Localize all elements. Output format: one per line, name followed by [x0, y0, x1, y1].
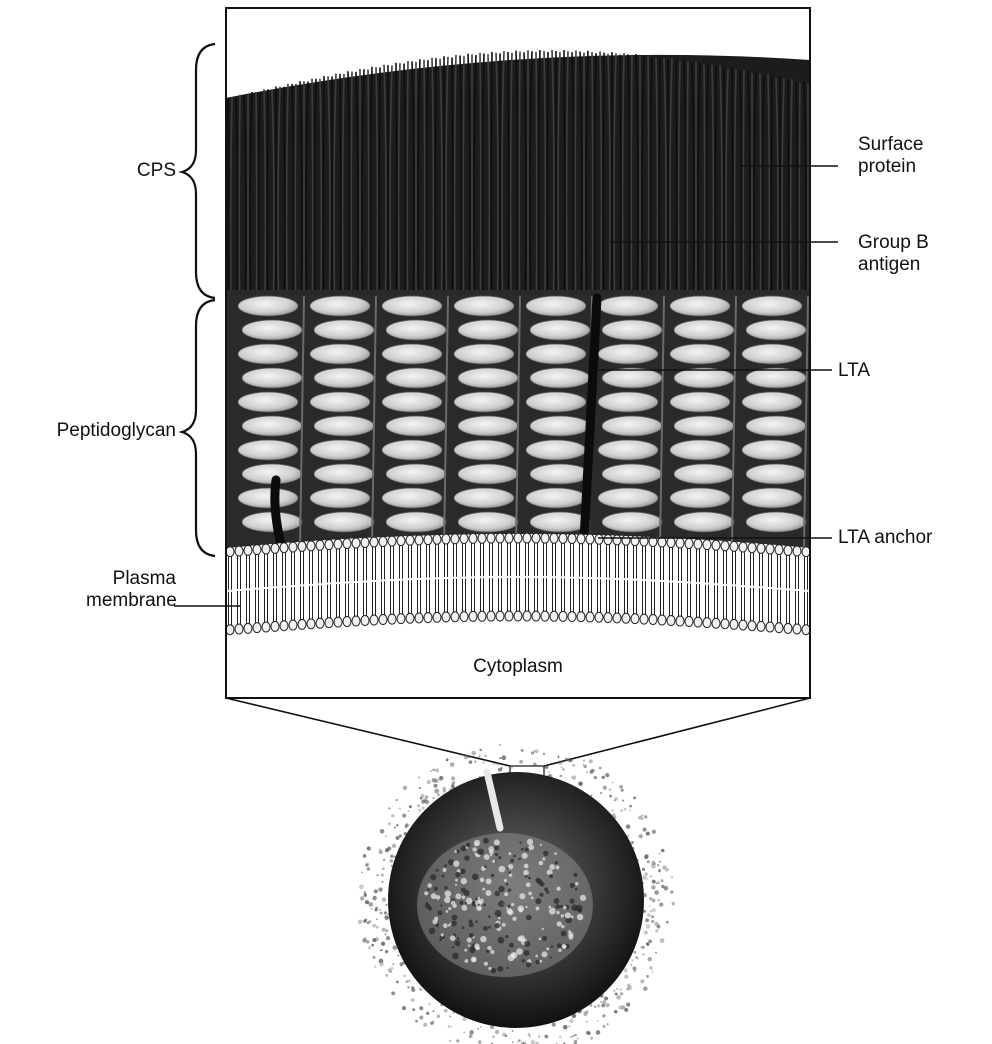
plasma-membrane-label-line2: membrane	[86, 590, 177, 611]
lta-label: LTA	[838, 360, 870, 382]
peptidoglycan-label: Peptidoglycan	[8, 420, 176, 442]
group-b-antigen-label-line1: Group B	[858, 232, 929, 253]
bacterial-cell-micrograph	[358, 744, 675, 1044]
group-b-antigen-label-line2: antigen	[858, 254, 920, 275]
cps-label: CPS	[112, 160, 176, 182]
peptidoglycan-bracket	[182, 300, 215, 556]
surface-protein-label-line1: Surface	[858, 134, 923, 155]
surface-protein-label-line2: protein	[858, 156, 916, 177]
cytoplasm-label: Cytoplasm	[418, 656, 618, 678]
plasma-membrane-bilayer	[226, 533, 810, 640]
cps-bracket	[182, 44, 215, 298]
plasma-membrane-label: Plasma membrane	[86, 568, 176, 612]
surface-protein-label: Surface protein	[858, 134, 923, 178]
lta-anchor-label: LTA anchor	[838, 527, 932, 549]
plasma-membrane-label-line1: Plasma	[113, 568, 176, 589]
group-b-antigen-label: Group B antigen	[858, 232, 929, 276]
